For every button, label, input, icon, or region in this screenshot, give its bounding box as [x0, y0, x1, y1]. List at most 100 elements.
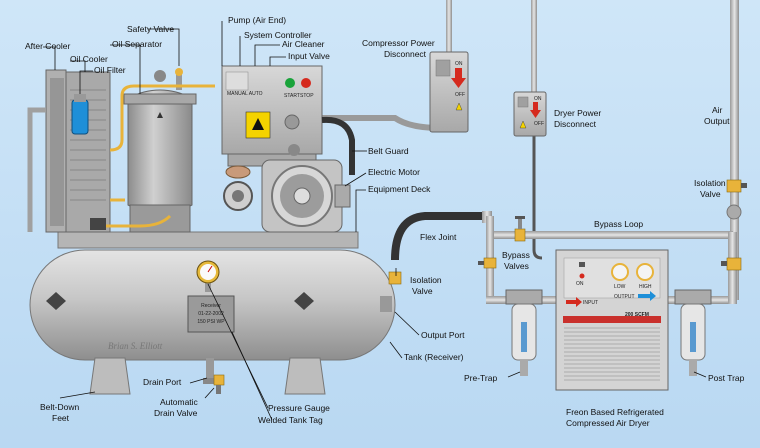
label-isolation-valve-right: Isolation: [694, 178, 726, 188]
dryer-rating: 200 SCFM: [625, 312, 649, 318]
svg-text:HIGH: HIGH: [639, 284, 652, 290]
output-port: [380, 296, 392, 312]
compressor-power-conduit: [446, 0, 452, 56]
label-pump-air-end: Pump (Air End): [228, 15, 286, 25]
svg-text:ON: ON: [576, 281, 584, 287]
bypass-valve-riser[interactable]: [478, 257, 497, 269]
label-automatic-drain-valve: Automatic: [160, 397, 199, 407]
dryer-power-indicator: [579, 273, 585, 279]
dryer-power-cord: [532, 134, 543, 260]
after-cooler: [27, 69, 67, 233]
bypass-valve-left[interactable]: [514, 216, 526, 242]
label-oil-cooler: Oil Cooler: [70, 54, 108, 64]
label-belt-guard: Belt Guard: [368, 146, 409, 156]
label-compressor-power-disconnect: Compressor Power: [362, 38, 435, 48]
oil-line: [109, 84, 215, 152]
label-oil-filter: Oil Filter: [94, 65, 126, 75]
flex-joint-hose: [391, 212, 488, 261]
disconnect-handle-arrow: [455, 68, 462, 78]
equipment-deck: [57, 231, 359, 249]
tank-tag-line-2: 01-22-2002: [198, 311, 224, 317]
isolation-valve-air-output[interactable]: [726, 179, 747, 220]
welded-tank-tag: Receiver 01-22-2002 150 PSI WP: [187, 295, 235, 333]
label-isolation-valve-left: Isolation: [410, 275, 442, 285]
svg-text:Valve: Valve: [700, 189, 721, 199]
stop-button[interactable]: [301, 78, 311, 88]
svg-text:Disconnect: Disconnect: [384, 49, 427, 59]
label-system-controller: System Controller: [244, 30, 312, 40]
label-welded-tank-tag: Welded Tank Tag: [258, 415, 323, 425]
label-bypass-valves: Bypass: [502, 250, 530, 260]
air-output-pipe: [730, 0, 739, 300]
outlet-arrow-icon: [638, 291, 656, 301]
label-post-trap: Post Trap: [708, 373, 745, 383]
label-flex-joint: Flex Joint: [420, 232, 457, 242]
compressor-power-disconnect[interactable]: ON OFF: [429, 51, 469, 133]
leader-lines: [43, 21, 707, 421]
arrow-down-icon: [157, 112, 163, 118]
label-pressure-gauge: Pressure Gauge: [268, 403, 330, 413]
belt-down-feet: [89, 357, 326, 395]
belt-guard: [321, 116, 355, 175]
switch-off-label: OFF: [455, 92, 465, 98]
dryer-power-conduit: [531, 0, 537, 93]
oil-separator: [123, 89, 197, 233]
warning-icon: [455, 102, 463, 111]
label-bypass-loop: Bypass Loop: [594, 219, 643, 229]
post-trap: [674, 289, 712, 376]
svg-text:OFF: OFF: [534, 121, 544, 127]
automatic-drain-valve[interactable]: [213, 374, 225, 394]
warning-icon: [252, 118, 264, 130]
svg-text:ON: ON: [534, 96, 542, 102]
dryer-gauge-high: [636, 263, 654, 281]
svg-text:Valve: Valve: [412, 286, 433, 296]
isolation-valve-tank[interactable]: [388, 271, 402, 285]
svg-text:LOW: LOW: [614, 284, 626, 290]
label-oil-separator: Oil Separator: [112, 39, 162, 49]
tank-mount-diamond-left: [46, 292, 66, 310]
svg-text:Output: Output: [704, 116, 730, 126]
input-valve: [288, 144, 300, 156]
bypass-valve-right[interactable]: [721, 257, 742, 271]
svg-text:MANUAL AUTO: MANUAL AUTO: [227, 91, 263, 97]
dryer-power-disconnect[interactable]: ON OFF: [513, 91, 547, 137]
label-pre-trap: Pre-Trap: [464, 373, 497, 383]
warning-icon: [519, 120, 527, 129]
label-safety-valve: Safety Valve: [127, 24, 174, 34]
label-electric-motor: Electric Motor: [368, 167, 420, 177]
oil-return-line: [98, 214, 172, 228]
switch-on-label: ON: [455, 61, 463, 67]
dryer-gauge-low: [611, 263, 629, 281]
label-output-port: Output Port: [421, 330, 465, 340]
drain-port: [203, 358, 217, 384]
svg-text:Valves: Valves: [504, 261, 529, 271]
svg-text:INPUT: INPUT: [583, 300, 598, 306]
pre-trap: [505, 289, 543, 376]
label-belt-down-feet: Belt-Down: [40, 402, 79, 412]
inlet-arrow-icon: [566, 297, 582, 307]
label-air-cleaner: Air Cleaner: [282, 39, 325, 49]
air-cleaner: [225, 165, 251, 179]
start-button[interactable]: [285, 78, 295, 88]
thermal-valve: [90, 218, 106, 230]
label-dryer-power-disconnect: Dryer Power: [554, 108, 601, 118]
dryer-power-switch[interactable]: [579, 262, 585, 267]
tank-tag-line-1: Receiver: [201, 303, 221, 309]
label-equipment-deck: Equipment Deck: [368, 184, 431, 194]
refrigerated-air-dryer: ON LOW HIGH INPUT OUTPUT 200 SCFM: [555, 249, 669, 391]
pressure-gauge: [196, 260, 220, 292]
safety-valve: [154, 68, 183, 90]
svg-text:STOP: STOP: [300, 93, 314, 99]
tank-tag-line-3: 150 PSI WP: [197, 319, 225, 325]
svg-text:Compressed Air Dryer: Compressed Air Dryer: [566, 418, 650, 428]
svg-text:Drain Valve: Drain Valve: [154, 408, 198, 418]
svg-text:START: START: [284, 93, 300, 99]
oil-cooler: [65, 71, 111, 233]
label-drain-port: Drain Port: [143, 377, 182, 387]
tank-mount-diamond-right: [294, 292, 314, 310]
label-freon-dryer: Freon Based Refrigerated: [566, 407, 664, 417]
label-after-cooler: After Cooler: [25, 41, 71, 51]
system-controller: MANUAL AUTO START STOP: [221, 65, 323, 155]
